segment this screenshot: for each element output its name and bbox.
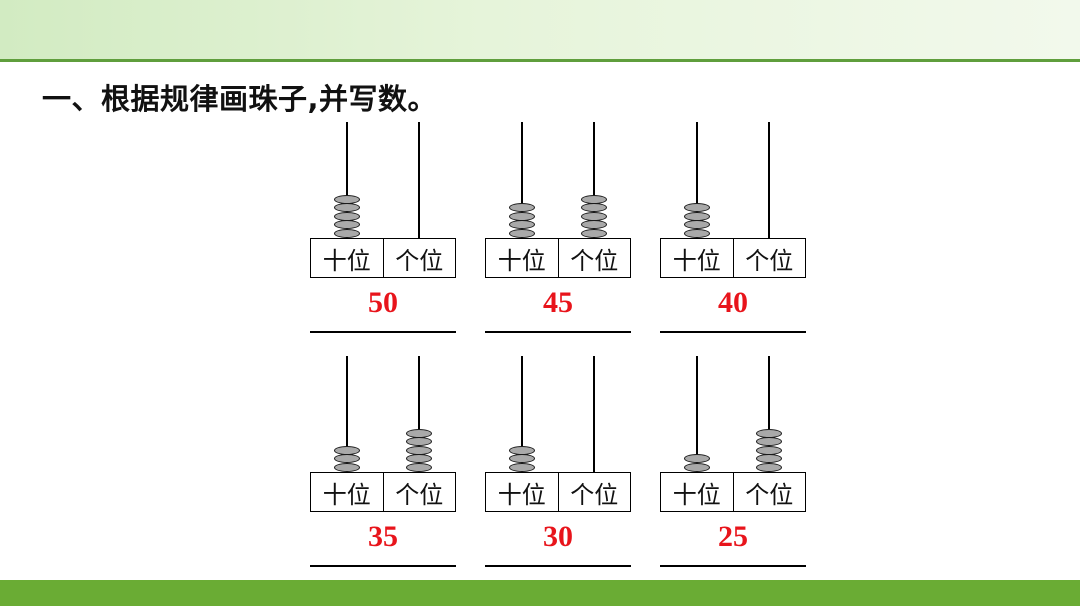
place-value-box: 十位 个位 (310, 238, 456, 278)
tens-rod (521, 356, 523, 472)
header-rule (0, 59, 1080, 62)
tens-label: 十位 (322, 480, 371, 509)
tens-bead (334, 454, 360, 464)
tens-label: 十位 (497, 246, 546, 275)
tens-rod (521, 122, 523, 238)
answer-number: 45 (543, 286, 573, 319)
place-value-box: 十位 个位 (485, 472, 631, 512)
abacus-3: 十位 个位 40 (660, 122, 806, 333)
ones-label: 个位 (382, 473, 456, 511)
tens-bead (334, 229, 360, 238)
ones-bead (756, 454, 782, 464)
ones-label: 个位 (382, 239, 456, 277)
abacus-2: 十位 个位 45 (485, 122, 631, 333)
ones-rod (418, 122, 420, 238)
ones-rod (768, 356, 770, 472)
answer-line (310, 565, 456, 567)
abacus-1: 十位 个位 50 (310, 122, 456, 333)
ones-bead (406, 454, 432, 464)
answer-line (310, 331, 456, 333)
place-value-box: 十位 个位 (485, 238, 631, 278)
ones-bead (406, 445, 432, 455)
tens-bead (684, 203, 710, 213)
ones-bead (756, 428, 782, 438)
ones-bead (406, 463, 432, 472)
ones-bead (581, 194, 607, 204)
ones-rod (768, 122, 770, 238)
tens-bead (334, 463, 360, 472)
tens-bead (334, 194, 360, 204)
tens-bead (509, 211, 535, 221)
answer-number: 40 (718, 286, 748, 319)
tens-bead (509, 445, 535, 455)
tens-bead (334, 445, 360, 455)
tens-bead (684, 454, 710, 464)
tens-rod (346, 356, 348, 472)
tens-bead (509, 463, 535, 472)
ones-label: 个位 (557, 473, 631, 511)
exercise-title: 一、根据规律画珠子,并写数。 (42, 82, 438, 116)
ones-bead (581, 203, 607, 213)
answer-number: 50 (368, 286, 398, 319)
footer-band (0, 580, 1080, 606)
tens-bead (334, 211, 360, 221)
tens-bead (509, 454, 535, 464)
tens-rod (696, 122, 698, 238)
ones-bead (581, 211, 607, 221)
answer-number: 25 (718, 520, 748, 553)
answer-line (660, 331, 806, 333)
ones-bead (581, 220, 607, 230)
tens-bead (684, 229, 710, 238)
place-value-box: 十位 个位 (310, 472, 456, 512)
ones-rod (593, 122, 595, 238)
ones-bead (406, 437, 432, 447)
place-value-box: 十位 个位 (660, 472, 806, 512)
ones-rod (418, 356, 420, 472)
answer-number: 30 (543, 520, 573, 553)
ones-label: 个位 (732, 473, 806, 511)
answer-number: 35 (368, 520, 398, 553)
answer-line (485, 331, 631, 333)
ones-bead (581, 229, 607, 238)
ones-label: 个位 (557, 239, 631, 277)
tens-rod (696, 356, 698, 472)
ones-bead (756, 463, 782, 472)
header-band (0, 0, 1080, 60)
ones-bead (756, 445, 782, 455)
tens-bead (334, 220, 360, 230)
tens-bead (509, 229, 535, 238)
tens-bead (684, 463, 710, 472)
tens-rod (346, 122, 348, 238)
tens-label: 十位 (497, 480, 546, 509)
ones-bead (406, 428, 432, 438)
abacus-4: 十位 个位 35 (310, 356, 456, 567)
ones-bead (756, 437, 782, 447)
tens-bead (684, 220, 710, 230)
tens-label: 十位 (672, 480, 721, 509)
tens-label: 十位 (322, 246, 371, 275)
tens-bead (334, 203, 360, 213)
ones-rod (593, 356, 595, 472)
ones-label: 个位 (732, 239, 806, 277)
place-value-box: 十位 个位 (660, 238, 806, 278)
abacus-5: 十位 个位 30 (485, 356, 631, 567)
answer-line (660, 565, 806, 567)
tens-label: 十位 (672, 246, 721, 275)
abacus-6: 十位 个位 25 (660, 356, 806, 567)
tens-bead (684, 211, 710, 221)
tens-bead (509, 203, 535, 213)
answer-line (485, 565, 631, 567)
tens-bead (509, 220, 535, 230)
